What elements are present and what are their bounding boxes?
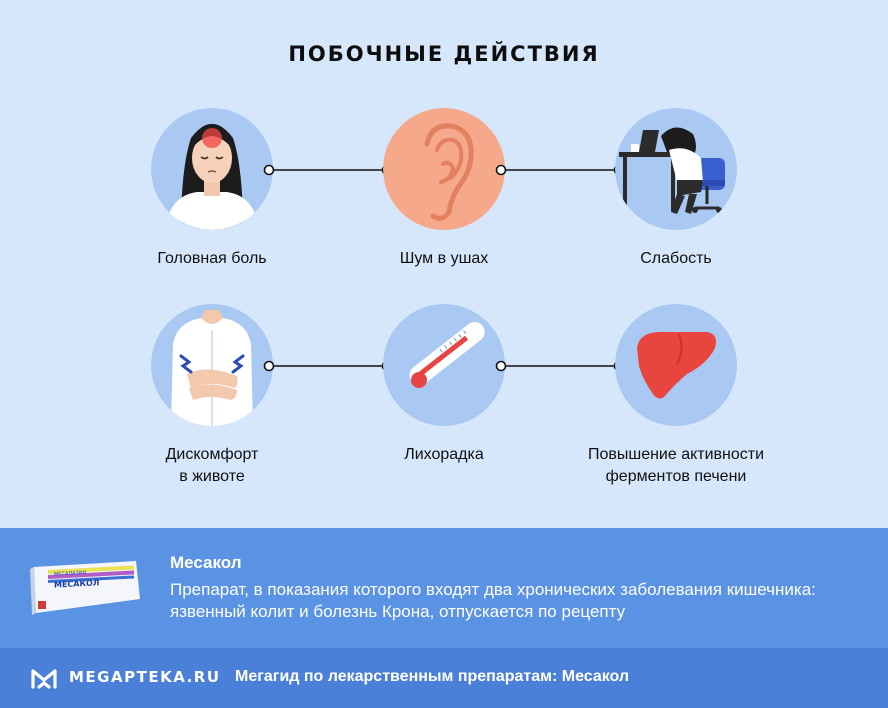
effect-label-weakness: Слабость bbox=[640, 250, 712, 267]
headache-woman-icon bbox=[151, 108, 273, 230]
footer-tagline: Мегагид по лекарственным препаратам: Мес… bbox=[235, 668, 630, 685]
footer-bar: MEGAPTEKA.RU Мегагид по лекарственным пр… bbox=[0, 648, 888, 708]
product-name: Месакол bbox=[170, 553, 242, 572]
side-effects-row-1 bbox=[0, 108, 888, 238]
tired-at-desk-icon bbox=[615, 108, 737, 230]
effect-label-fever: Лихорадка bbox=[404, 446, 484, 463]
connector-line bbox=[495, 360, 625, 372]
medicine-package-image: МЕСАЛАЗИН МЕСАКОЛ bbox=[30, 561, 140, 615]
connector-line bbox=[263, 360, 393, 372]
effect-label-liver: Повышение активности ферментов печени bbox=[546, 444, 806, 488]
effect-label-stomach-line1: Дискомфорт bbox=[165, 446, 259, 463]
brand-name: MEGAPTEKA.RU bbox=[69, 668, 221, 686]
stomach-pain-icon bbox=[151, 304, 273, 426]
effect-label-stomach: Дискомфорт в животе bbox=[82, 444, 342, 488]
product-description: Препарат, в показания которого входят дв… bbox=[170, 580, 816, 621]
megapteka-logo-icon bbox=[31, 669, 57, 689]
liver-icon bbox=[615, 304, 737, 426]
effect-label-liver-line1: Повышение активности bbox=[587, 446, 765, 463]
effect-label-tinnitus: Шум в ушах bbox=[399, 250, 489, 267]
connector-line bbox=[263, 164, 393, 176]
thermometer-icon bbox=[383, 304, 505, 426]
side-effects-row-2 bbox=[0, 304, 888, 434]
effect-label-liver-line2: ферментов печени bbox=[605, 468, 747, 485]
connector-line bbox=[495, 164, 625, 176]
page-title: ПОБОЧНЫЕ ДЕЙСТВИЯ bbox=[288, 42, 600, 66]
effect-label-headache: Головная боль bbox=[157, 250, 267, 267]
package-small-label: МЕСАЛАЗИН bbox=[54, 570, 86, 578]
ear-icon bbox=[383, 108, 505, 230]
product-info-band: МЕСАЛАЗИН МЕСАКОЛ Месакол Препарат, в по… bbox=[0, 528, 888, 648]
effect-label-stomach-line2: в животе bbox=[179, 468, 245, 485]
package-label: МЕСАКОЛ bbox=[54, 578, 99, 589]
